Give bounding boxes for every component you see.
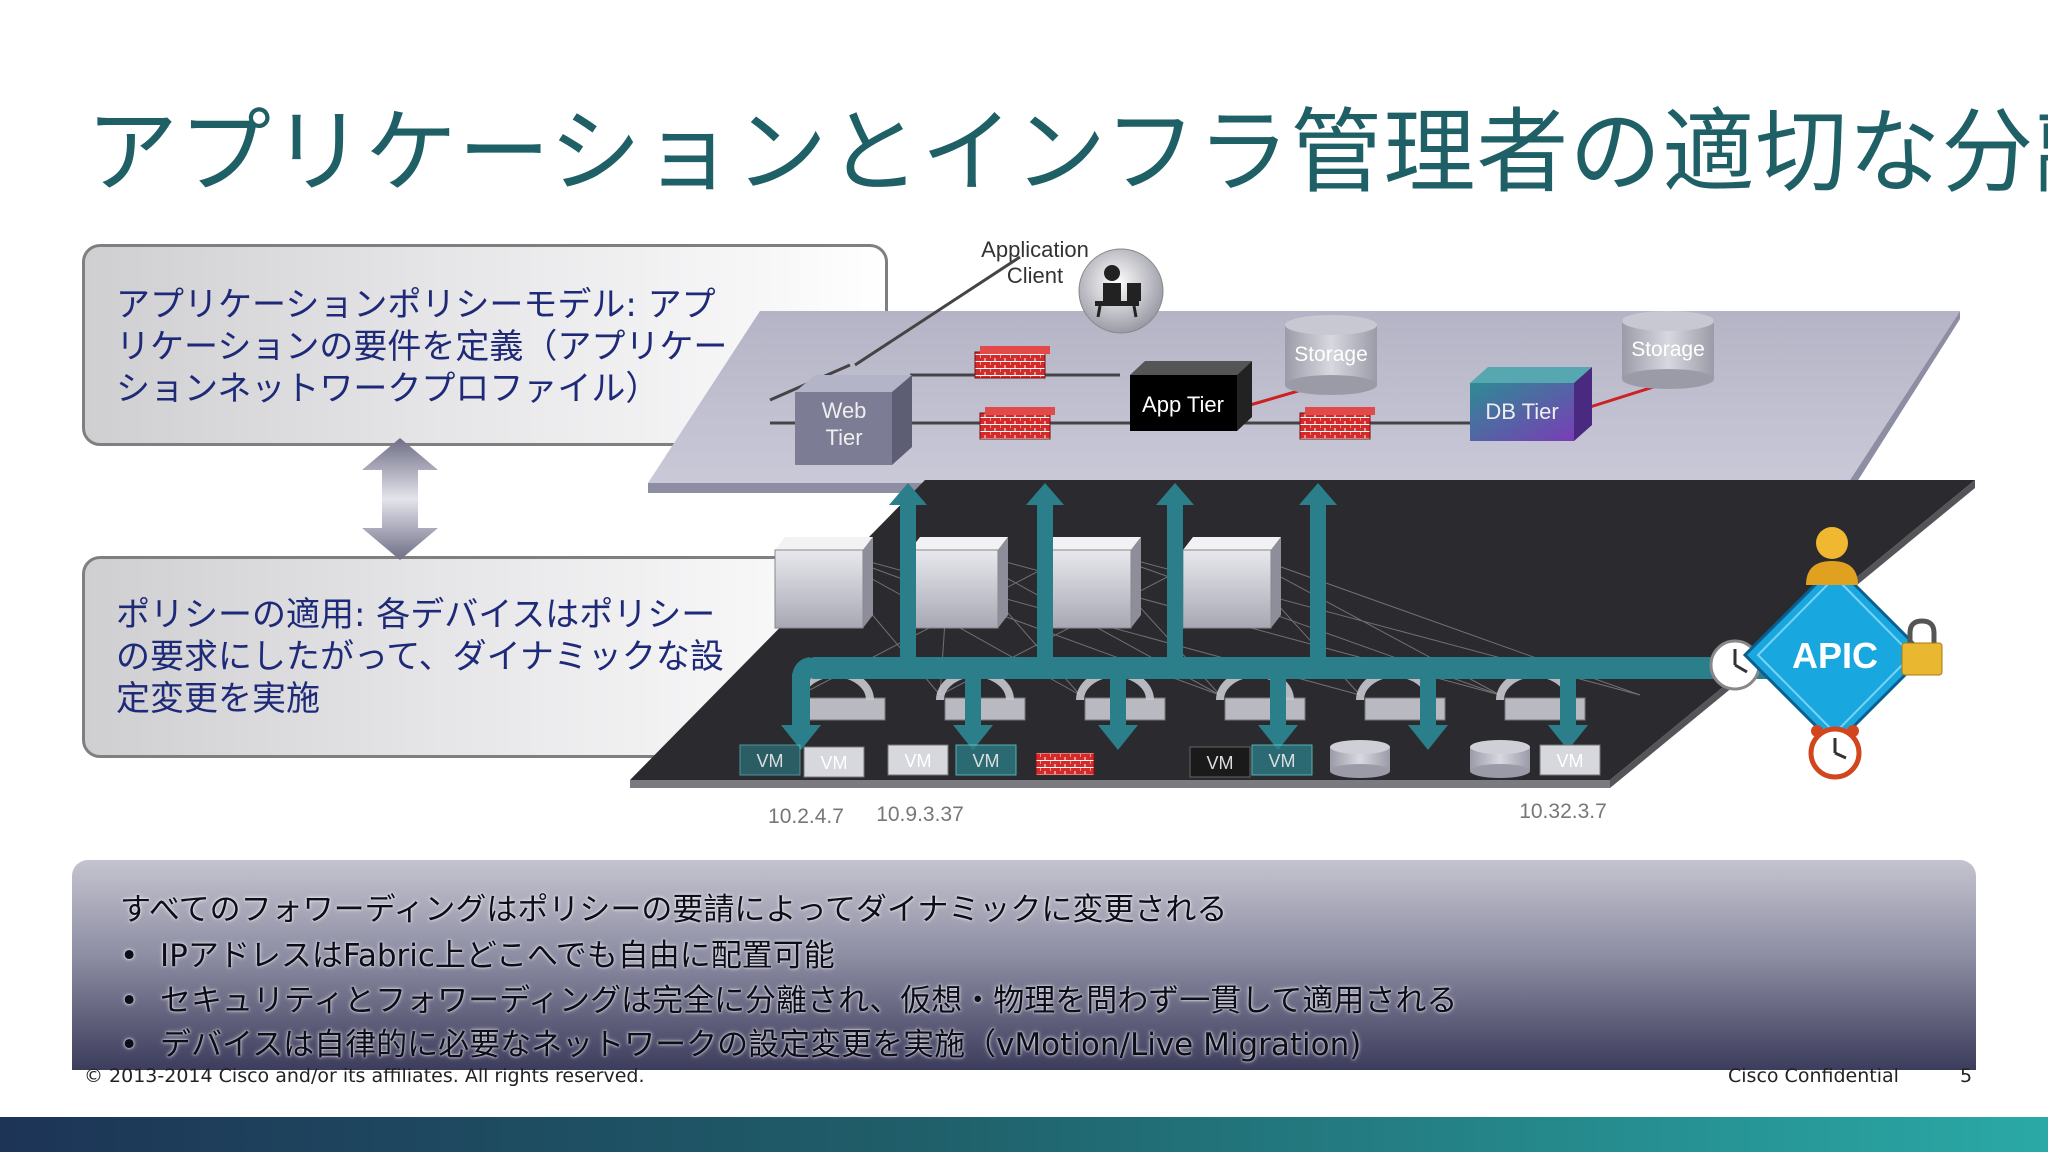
firewall-icon [1035, 752, 1095, 776]
web-tier-label: Web [822, 398, 867, 423]
footer-bar [0, 1117, 2048, 1152]
storage-label: Storage [1294, 343, 1368, 366]
apic-controller-icon: APIC [1742, 562, 1928, 748]
firewall-icon [979, 407, 1055, 440]
vm-label: VM [821, 753, 848, 773]
vm-label: VM [905, 751, 932, 771]
apic-label: APIC [1792, 635, 1878, 676]
summary-bullet-text: IPアドレスはFabric上どこへでも自由に配置可能 [160, 938, 835, 974]
summary-panel [72, 860, 1976, 1070]
firewall-icon [974, 346, 1050, 379]
storage-label: Storage [1631, 338, 1705, 361]
vm-label: VM [973, 751, 1000, 771]
vm-label: VM [1557, 751, 1584, 771]
firewall-icon [1299, 407, 1375, 440]
vm-icon: VM [955, 744, 1017, 776]
vm-label: VM [1269, 751, 1296, 771]
vm-icon: VM [1539, 744, 1601, 776]
application-client-icon [1078, 248, 1164, 334]
summary-bullet-text: デバイスは自律的に必要なネットワークの設定変更を実施（vMotion/Live … [160, 1027, 1362, 1063]
storage-icon [1470, 740, 1530, 778]
ip-address: 10.32.3.7 [1519, 800, 1607, 823]
vm-icon: VM [1251, 744, 1313, 776]
summary-bullet: • セキュリティとフォワーディングは完全に分離され、仮想・物理を問わず一貫して適用… [120, 975, 1457, 1020]
db-tier-box: DB Tier [1470, 367, 1592, 441]
spine-switch-icon [1042, 537, 1141, 629]
admin-user-icon [1806, 527, 1858, 585]
summary-heading: すべてのフォワーディングはポリシーの要請によってダイナミックに変更される [120, 892, 1228, 928]
db-tier-label: DB Tier [1485, 399, 1558, 424]
vm-icon: VM [739, 744, 801, 776]
application-client-label: Client [1007, 263, 1063, 288]
bullet-dot: • [120, 1027, 139, 1063]
slide-title: アプリケーションとインフラ管理者の適切な分離 [86, 99, 2048, 206]
app-tier-label: App Tier [1142, 392, 1224, 417]
lock-icon [1901, 618, 1943, 676]
policy-model-text: アプリケーションポリシーモデル: アプリケーションの要件を定義（アプリケーション… [116, 285, 728, 409]
ip-address: 10.2.4.7 [768, 805, 844, 825]
policy-apply-text: ポリシーの適用: 各デバイスはポリシーの要求にしたがって、ダイナミックな設定変更… [116, 595, 724, 719]
app-tier-box: App Tier [1130, 361, 1252, 431]
alarm-clock-icon [1808, 725, 1862, 780]
spine-switch-icon [774, 537, 873, 629]
summary-bullet-text: セキュリティとフォワーディングは完全に分離され、仮想・物理を問わず一貫して適用さ… [160, 983, 1458, 1019]
bullet-dot: • [120, 983, 139, 1019]
footer-copyright: © 2013-2014 Cisco and/or its affiliates.… [84, 1065, 645, 1087]
spine-switch-icon [909, 537, 1008, 629]
application-client-label: Application [981, 237, 1089, 262]
storage-icon: Storage [1285, 315, 1377, 395]
web-tier-label: Tier [825, 425, 862, 450]
web-tier-box: Web Tier [795, 375, 912, 465]
vm-icon: VM [887, 744, 949, 776]
bullet-dot: • [120, 938, 139, 974]
summary-bullet: • IPアドレスはFabric上どこへでも自由に配置可能 [120, 930, 835, 975]
storage-icon [1330, 740, 1390, 778]
footer-confidential: Cisco Confidential [1728, 1065, 1899, 1087]
page-number: 5 [1960, 1065, 1973, 1087]
summary-bullet: • デバイスは自律的に必要なネットワークの設定変更を実施（vMotion/Live… [120, 1019, 1361, 1064]
ip-address: 10.9.3.37 [876, 803, 964, 825]
vm-label: VM [757, 751, 784, 771]
vm-icon: VM [1189, 746, 1251, 778]
network-diagram: Web Tier App Tier DB Tier Storage Storag… [630, 237, 1975, 825]
double-arrow-icon [362, 438, 438, 560]
vm-label: VM [1207, 753, 1234, 773]
vm-icon: VM [803, 746, 865, 778]
spine-switch-icon [1182, 537, 1281, 629]
storage-icon: Storage [1622, 311, 1714, 389]
